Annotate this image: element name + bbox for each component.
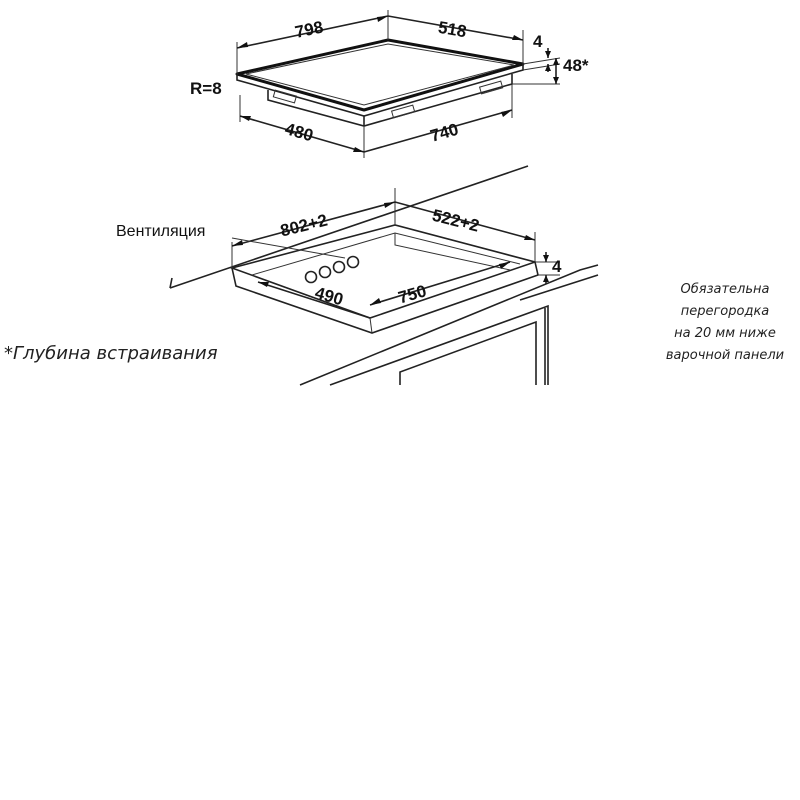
installation-depth-note: *Глубина встраивания bbox=[4, 343, 218, 364]
hob-body bbox=[267, 74, 513, 127]
ventilation-label: Вентиляция bbox=[116, 223, 205, 240]
hob-depth-label: 518 bbox=[437, 18, 468, 42]
partition-note-line: варочной панели bbox=[665, 348, 785, 363]
glass-thickness-label: 4 bbox=[533, 32, 543, 51]
rim-label: 4 bbox=[552, 257, 562, 276]
mounting-clip bbox=[272, 89, 298, 104]
mounting-clip bbox=[478, 80, 504, 95]
hob-glass-top bbox=[235, 38, 525, 112]
countertop-cutout bbox=[229, 224, 538, 319]
hob-height-label: 48* bbox=[563, 56, 589, 75]
bottom-width-label: 740 bbox=[428, 120, 461, 146]
inner-width-label: 750 bbox=[396, 281, 429, 307]
cutout-depth-label: 522+2 bbox=[430, 206, 481, 236]
radius-label: R=8 bbox=[190, 79, 222, 98]
hob-width-label: 798 bbox=[293, 17, 325, 41]
mounting-clip bbox=[390, 104, 416, 119]
hob-drawing: 798 518 4 48* R=8 480 740 bbox=[190, 10, 589, 158]
partition-note-line: Обязательна bbox=[680, 282, 770, 297]
inner-depth-label: 490 bbox=[313, 283, 346, 309]
partition-note-line: на 20 мм ниже bbox=[674, 326, 776, 341]
countertop-back-edge bbox=[169, 165, 529, 289]
countertop-front-edge bbox=[299, 264, 599, 386]
ventilation-holes bbox=[304, 255, 360, 284]
cabinet-panel bbox=[329, 304, 549, 386]
bottom-depth-label: 480 bbox=[283, 119, 316, 145]
partition-note: Обязательна перегородка на 20 мм ниже ва… bbox=[655, 279, 795, 367]
partition-note-line: перегородка bbox=[680, 304, 770, 319]
